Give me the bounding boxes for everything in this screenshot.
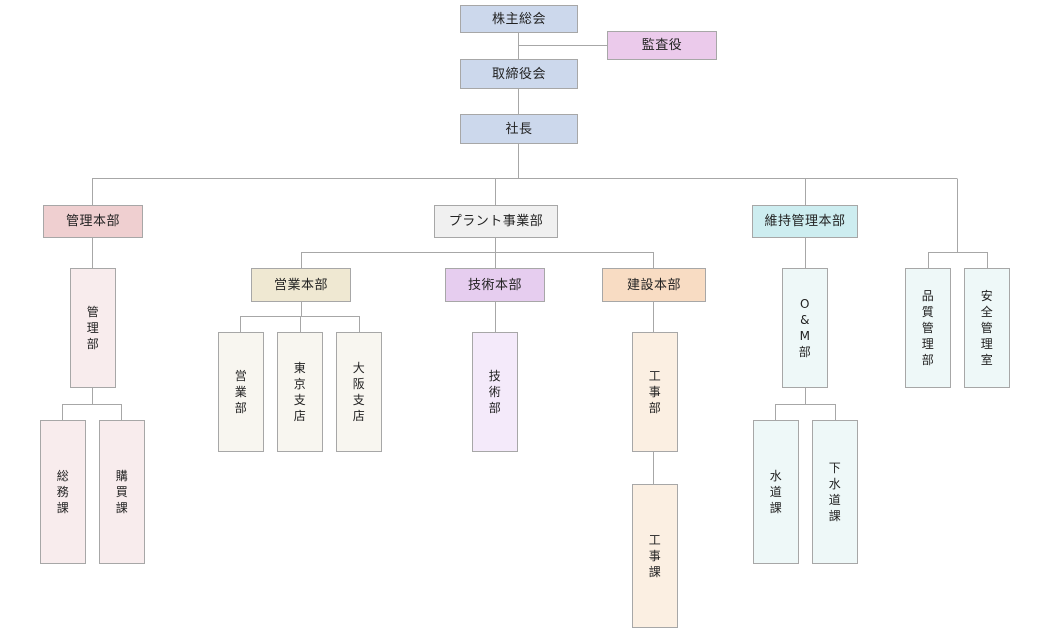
char: 部 (86, 337, 100, 351)
char: 水 (828, 477, 842, 491)
char: 理 (921, 337, 935, 351)
char: 業 (234, 385, 248, 399)
char: & (800, 313, 810, 327)
char: 店 (293, 409, 307, 423)
sales-hq-box: 営業本部 (251, 268, 351, 302)
board-of-directors-box: 取締役会 (460, 59, 578, 89)
char: 品 (921, 289, 935, 303)
shareholders-meeting-box: 株主総会 (460, 5, 578, 33)
char: 下 (828, 461, 842, 475)
char: 務 (56, 485, 70, 499)
char: 技 (488, 369, 502, 383)
char: 部 (798, 345, 812, 359)
char: 工 (648, 369, 662, 383)
char: 理 (980, 337, 994, 351)
char: 管 (980, 321, 994, 335)
char: O (800, 297, 810, 311)
char: 道 (828, 493, 842, 507)
char: 支 (293, 393, 307, 407)
char: 事 (648, 549, 662, 563)
char: 支 (352, 393, 366, 407)
tech-hq-box: 技術本部 (445, 268, 545, 302)
safety-mgmt-office-box: 安 全 管 理 室 (964, 268, 1010, 388)
char: 全 (980, 305, 994, 319)
purchasing-section-box: 購 買 課 (99, 420, 145, 564)
president-box: 社長 (460, 114, 578, 144)
char: 営 (234, 369, 248, 383)
char: 大 (352, 361, 366, 375)
char: 課 (648, 565, 662, 579)
quality-mgmt-dept-box: 品 質 管 理 部 (905, 268, 951, 388)
maintenance-hq-box: 維持管理本部 (752, 205, 858, 238)
char: 事 (648, 385, 662, 399)
char: 部 (488, 401, 502, 415)
char: 京 (293, 377, 307, 391)
char: 阪 (352, 377, 366, 391)
char: 部 (234, 401, 248, 415)
char: 課 (56, 501, 70, 515)
char: 部 (648, 401, 662, 415)
om-dept-box: O & M 部 (782, 268, 828, 388)
construction-hq-box: 建設本部 (602, 268, 706, 302)
osaka-branch-box: 大 阪 支 店 (336, 332, 382, 452)
char: M (799, 329, 811, 343)
tech-dept-box: 技 術 部 (472, 332, 518, 452)
char: 管 (86, 305, 100, 319)
char: 課 (828, 509, 842, 523)
char: 質 (921, 305, 935, 319)
char: 道 (769, 485, 783, 499)
char: 課 (115, 501, 129, 515)
char: 管 (921, 321, 935, 335)
char: 工 (648, 533, 662, 547)
char: 水 (769, 469, 783, 483)
tokyo-branch-box: 東 京 支 店 (277, 332, 323, 452)
char: 理 (86, 321, 100, 335)
char: 課 (769, 501, 783, 515)
sewer-section-box: 下 水 道 課 (812, 420, 858, 564)
plant-division-box: プラント事業部 (434, 205, 558, 238)
char: 総 (56, 469, 70, 483)
construction-section-box: 工 事 課 (632, 484, 678, 628)
construction-dept-box: 工 事 部 (632, 332, 678, 452)
char: 店 (352, 409, 366, 423)
sales-dept-box: 営 業 部 (218, 332, 264, 452)
char: 室 (980, 353, 994, 367)
char: 買 (115, 485, 129, 499)
water-section-box: 水 道 課 (753, 420, 799, 564)
char: 部 (921, 353, 935, 367)
char: 安 (980, 289, 994, 303)
char: 術 (488, 385, 502, 399)
auditor-box: 監査役 (607, 31, 717, 60)
char: 東 (293, 361, 307, 375)
admin-dept-box: 管 理 部 (70, 268, 116, 388)
general-affairs-section-box: 総 務 課 (40, 420, 86, 564)
admin-hq-box: 管理本部 (43, 205, 143, 238)
char: 購 (115, 469, 129, 483)
